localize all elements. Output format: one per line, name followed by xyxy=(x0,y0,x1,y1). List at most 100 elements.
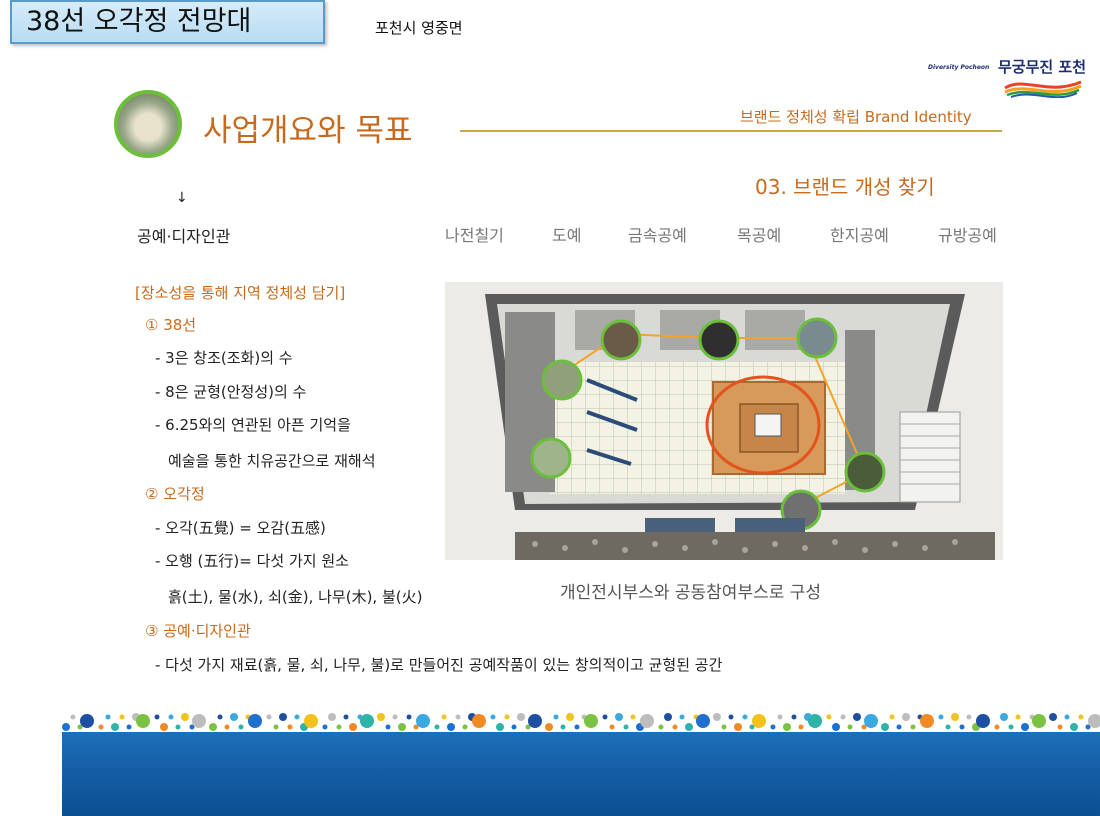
point-line: - 다섯 가지 재료(흙, 물, 쇠, 나무, 불)로 만들어진 공예작품이 있… xyxy=(155,656,723,674)
decorative-dot xyxy=(385,724,391,730)
logo-swoosh-icon xyxy=(1004,80,1082,98)
decorative-dot xyxy=(1049,713,1057,721)
decorative-dot xyxy=(1078,714,1084,720)
decorative-dot xyxy=(392,714,398,720)
down-arrow-icon: ↓ xyxy=(176,190,188,206)
decorative-dot xyxy=(861,724,867,730)
point-line: - 6.25와의 연관된 아픈 기억을 xyxy=(155,416,351,434)
decorative-dot xyxy=(721,724,727,730)
decorative-dot xyxy=(959,724,965,730)
decorative-dot xyxy=(98,724,104,730)
floor-plan-caption: 개인전시부스와 공동참여부스로 구성 xyxy=(560,583,822,603)
point-title: ① 38선 xyxy=(145,316,197,334)
point-line: - 8은 균형(안정성)의 수 xyxy=(155,383,307,401)
decorative-dot xyxy=(545,723,553,731)
decorative-dot xyxy=(70,714,76,720)
decorative-dot xyxy=(889,714,895,720)
craft-item: 도예 xyxy=(552,226,582,245)
decorative-dot xyxy=(566,713,574,721)
step-title: 03. 브랜드 개성 찾기 xyxy=(755,175,935,199)
decorative-dot xyxy=(685,723,693,731)
decorative-dot xyxy=(209,723,217,731)
decorative-dot xyxy=(406,714,412,720)
decorative-dot xyxy=(742,714,748,720)
decorative-dot xyxy=(902,713,910,721)
decorative-dot xyxy=(826,714,832,720)
decorative-dot xyxy=(328,713,336,721)
decorative-dot xyxy=(609,724,615,730)
decorative-dot xyxy=(413,724,419,730)
craft-emblem-image xyxy=(114,90,182,158)
slide-title: 38선 오각정 전망대 xyxy=(10,0,325,44)
decorative-dot xyxy=(574,724,580,730)
decorative-dot xyxy=(1057,724,1063,730)
craft-item: 한지공예 xyxy=(830,226,889,245)
craft-item: 규방공예 xyxy=(938,226,997,245)
decorative-dot xyxy=(770,724,776,730)
decorative-dot xyxy=(713,713,721,721)
decorative-dot xyxy=(1085,724,1091,730)
decorative-dot xyxy=(154,714,160,720)
decorative-dot xyxy=(938,714,944,720)
decorative-dot xyxy=(615,713,623,721)
pocheon-logo: Diversity Pocheon 무궁무진 포천 xyxy=(928,56,1088,100)
decorative-dot xyxy=(920,714,934,728)
decorative-dot xyxy=(62,723,70,731)
logo-name: 무궁무진 포천 xyxy=(998,58,1087,76)
decorative-dot xyxy=(560,724,566,730)
decorative-dot xyxy=(910,724,916,730)
decorative-dot xyxy=(966,714,972,720)
decorative-dot xyxy=(168,714,174,720)
decorative-dot xyxy=(525,724,531,730)
decorative-dot xyxy=(447,723,455,731)
decorative-dot xyxy=(217,714,223,720)
decorative-dot xyxy=(496,723,504,731)
decorative-dot xyxy=(126,724,132,730)
decorative-dot xyxy=(696,714,710,728)
decorative-dot xyxy=(455,714,461,720)
decorative-dot xyxy=(160,723,168,731)
decorative-dot xyxy=(441,714,447,720)
decorative-dot xyxy=(734,723,742,731)
decorative-dot xyxy=(864,714,878,728)
decorative-dot xyxy=(672,724,678,730)
decorative-dot xyxy=(896,724,902,730)
decorative-dot xyxy=(640,714,654,728)
decorative-dot xyxy=(490,714,496,720)
floor-plan-image xyxy=(445,282,1003,560)
decorative-dots-band xyxy=(62,713,1100,731)
decorative-dot xyxy=(322,724,328,730)
footer-blue-band xyxy=(62,732,1100,816)
decorative-dot xyxy=(377,713,385,721)
craft-item: 금속공예 xyxy=(628,226,687,245)
decorative-dot xyxy=(230,713,238,721)
content-heading: [장소성을 통해 지역 정체성 담기] xyxy=(135,284,346,302)
decorative-dot xyxy=(304,714,318,728)
decorative-dot xyxy=(664,713,672,721)
decorative-dot xyxy=(416,714,430,728)
decorative-dot xyxy=(1021,723,1029,731)
decorative-dot xyxy=(287,724,293,730)
header-divider xyxy=(460,130,1002,132)
location-label: 포천시 영중면 xyxy=(375,19,463,37)
decorative-dot xyxy=(398,723,406,731)
decorative-dot xyxy=(517,713,525,721)
decorative-dot xyxy=(808,714,822,728)
decorative-dot xyxy=(189,724,195,730)
decorative-dot xyxy=(994,724,1000,730)
decorative-dot xyxy=(777,714,783,720)
decorative-dot xyxy=(840,714,846,720)
decorative-dot xyxy=(136,714,150,728)
decorative-dot xyxy=(783,723,791,731)
craft-item: 나전칠기 xyxy=(445,226,504,245)
point-line: 예술을 통한 치유공간으로 재해석 xyxy=(168,452,376,470)
decorative-dot xyxy=(853,713,861,721)
point-title: ③ 공예·디자인관 xyxy=(145,622,251,640)
decorative-dot xyxy=(181,713,189,721)
decorative-dot xyxy=(462,724,468,730)
decorative-dot xyxy=(976,714,990,728)
decorative-dot xyxy=(273,724,279,730)
decorative-dot xyxy=(528,714,542,728)
decorative-dot xyxy=(1008,724,1014,730)
decorative-dot xyxy=(175,724,181,730)
